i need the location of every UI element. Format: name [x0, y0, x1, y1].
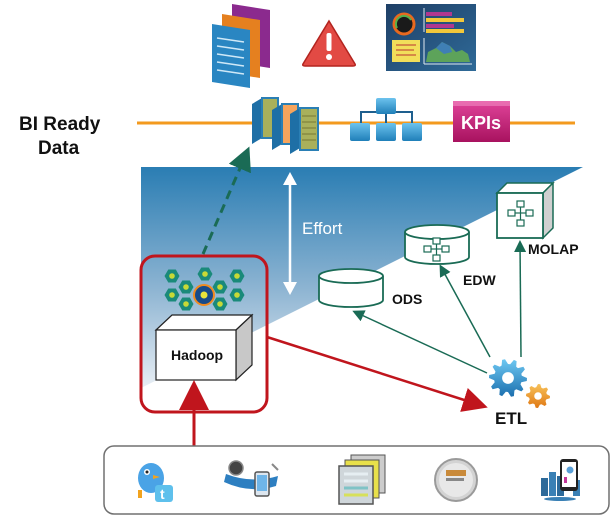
reports-stack-icon — [212, 4, 270, 88]
hadoop-label: Hadoop — [171, 347, 223, 363]
smart-meter-icon — [434, 458, 478, 502]
svg-text:t: t — [160, 486, 165, 502]
edw-cylinder-icon — [404, 224, 470, 265]
data-servers-icon — [252, 97, 319, 154]
hierarchy-icon — [350, 98, 422, 141]
hadoop-node-dot — [169, 273, 175, 279]
warning-alert-icon — [302, 19, 356, 67]
dashed-arrow-to-bi — [201, 146, 251, 255]
etl-label: ETL — [495, 409, 527, 428]
etl-orange-gear-hole — [534, 392, 542, 400]
twitter-bird-icon: t — [138, 463, 173, 502]
hadoop-node-dot — [183, 284, 189, 290]
ods-label: ODS — [392, 291, 422, 307]
etl-to-ods-arrow — [352, 310, 488, 374]
dashboard-icon — [386, 4, 476, 71]
etl-to-molap-arrow — [514, 240, 527, 358]
hadoop-node-dot — [169, 292, 175, 298]
bi-ready-label: BI Ready — [19, 114, 101, 135]
hadoop-node-dot — [234, 292, 240, 298]
hadoop-node-dot — [202, 271, 208, 277]
hadoop-node-dot — [234, 273, 240, 279]
hadoop-frame — [139, 254, 269, 414]
kpis-label: KPIs — [461, 113, 501, 133]
hadoop-to-etl-arrow — [266, 335, 488, 412]
documents-stack-icon — [338, 454, 386, 505]
edw-label: EDW — [463, 272, 496, 288]
hadoop-master-dot — [200, 291, 208, 299]
ods-cylinder-icon — [318, 268, 384, 308]
hadoop-node-dot — [217, 301, 223, 307]
mobile-analytics-icon — [541, 459, 580, 501]
etl-blue-gear-hole — [502, 372, 514, 384]
etl-to-edw-arrow — [439, 264, 491, 358]
bi-ready-label-line2: Data — [38, 138, 80, 159]
hadoop-node-dot — [217, 284, 223, 290]
molap-cube-icon — [495, 181, 555, 240]
hadoop-box: Hadoop — [154, 313, 254, 382]
kpis-icon: KPIs — [453, 101, 510, 142]
effort-arrow — [283, 172, 297, 295]
video-mobile-media-icon — [224, 460, 279, 497]
molap-label: MOLAP — [528, 241, 579, 257]
etl-gears-icon — [489, 359, 550, 408]
hadoop-node-dot — [183, 301, 189, 307]
effort-label: Effort — [302, 219, 343, 238]
hadoop-cluster-icon — [164, 267, 245, 311]
